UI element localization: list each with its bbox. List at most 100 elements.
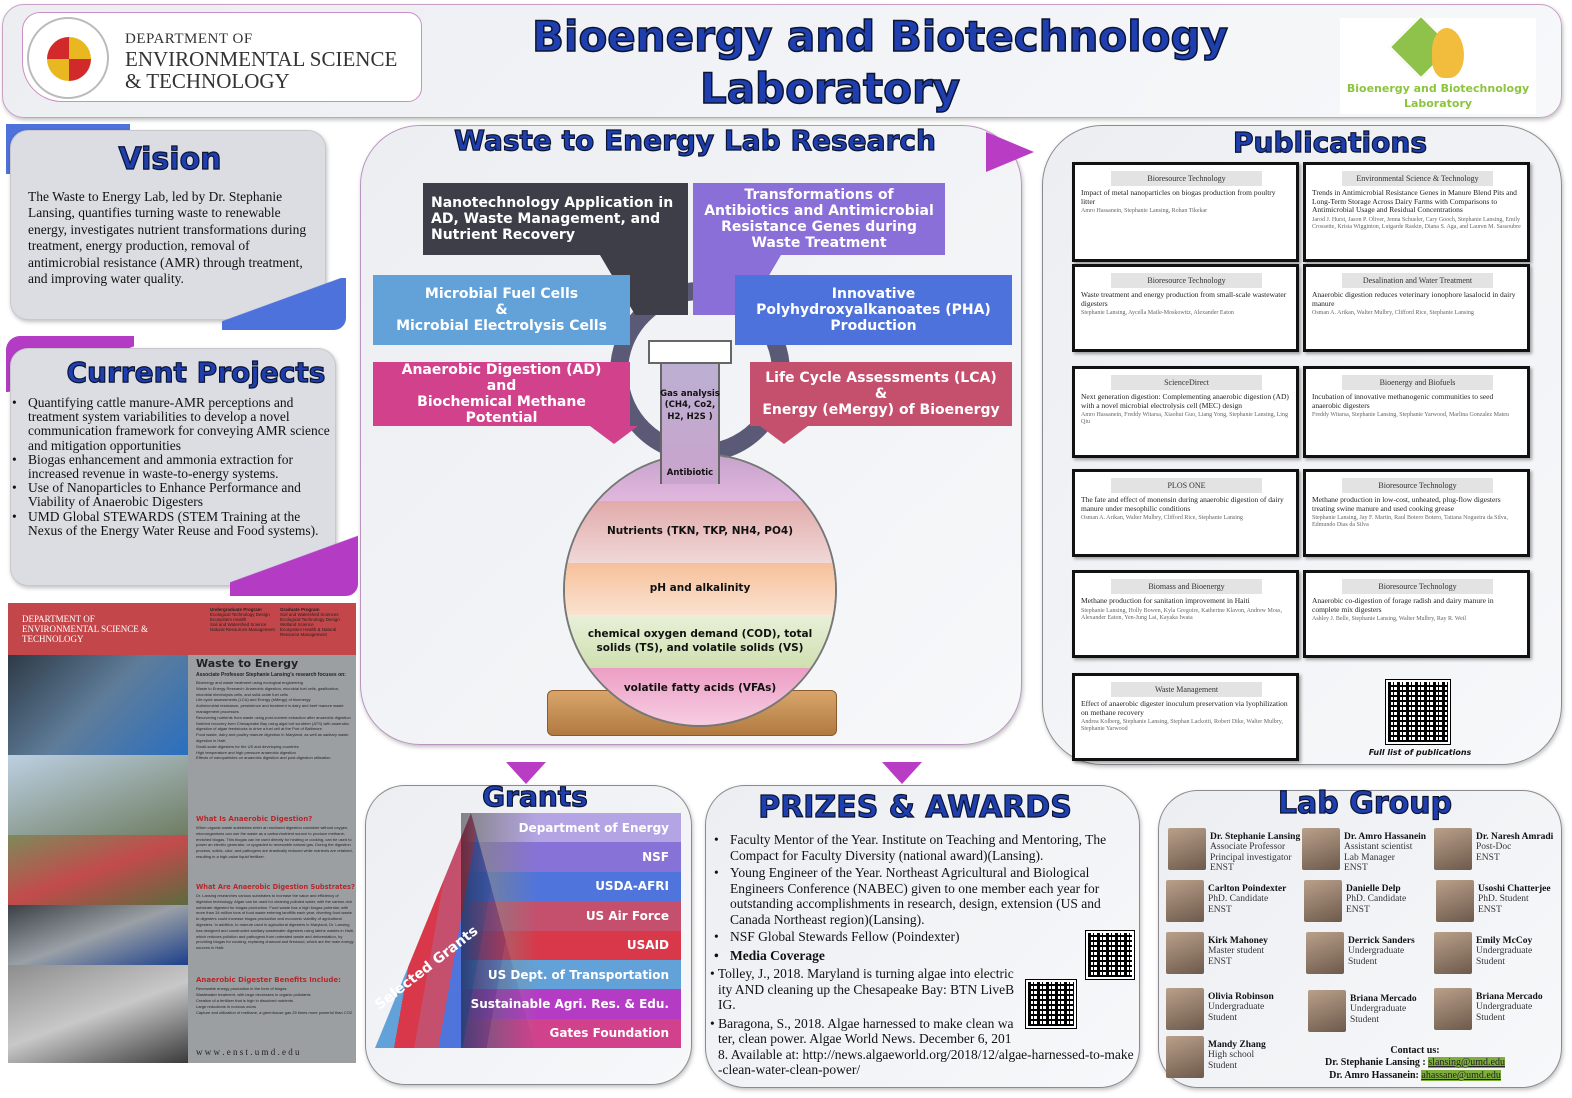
media-heading: •Media Coverage <box>714 947 825 963</box>
member-role: ENST <box>1210 863 1234 874</box>
grad-item: Soil and Watershed Sciences <box>280 612 339 617</box>
umd-seal <box>27 17 109 99</box>
lab-group-title: Lab Group <box>1277 785 1453 821</box>
member-photo <box>1302 828 1340 870</box>
member-role: Principal investigator <box>1210 852 1292 863</box>
media-item-text: Baragona, S., 2018. Algae harnessed to m… <box>718 1015 1134 1078</box>
member-role: Undergraduate <box>1476 946 1533 957</box>
page-title-line1: Bioenergy and Biotechnology <box>531 11 1228 62</box>
member-name: Carlton Poindexter <box>1208 884 1287 894</box>
focus-item: Bioenergy and waste treatment using ecol… <box>196 680 303 685</box>
qr-code-publications[interactable] <box>1385 679 1451 745</box>
grant-label: Department of Energy <box>518 820 669 835</box>
member-name: Derrick Sanders <box>1348 936 1415 946</box>
contact-row: Dr. Stephanie Lansing : slansing@umd.edu <box>1290 1057 1540 1069</box>
publication-authors: Freddy Witarsa, Stephanie Lansing, Steph… <box>1312 412 1509 419</box>
member-name: Dr. Amro Hassanein <box>1344 832 1427 842</box>
flask-layer-vfa: volatile fatty acids (VFAs) <box>565 668 835 725</box>
member-role: ENST <box>1476 852 1500 863</box>
focus-item: Recovering nutrients from waste using po… <box>196 714 351 720</box>
member-role: ENST <box>1208 956 1232 967</box>
member-photo <box>1434 988 1472 1030</box>
department-logo: DEPARTMENT OF ENVIRONMENTAL SCIENCE & TE… <box>22 12 422 102</box>
publication-journal: Bioresource Technology <box>1111 273 1262 288</box>
member-photo <box>1166 988 1204 1030</box>
contact-email-link[interactable]: ahassane@umd.edu <box>1421 1070 1501 1081</box>
photo-digester-tubes <box>8 655 188 755</box>
research-title: Waste to Energy Lab Research <box>453 123 936 157</box>
member-role: Undergraduate <box>1208 1002 1265 1013</box>
member-role: ENST <box>1208 904 1232 915</box>
grant-label: US Dept. of Transportation <box>487 967 669 982</box>
qr-code-media-1[interactable] <box>1085 930 1135 980</box>
projects-list: Quantifying cattle manure-AMR perception… <box>8 395 334 538</box>
grant-label: US Air Force <box>585 908 669 923</box>
projects-title: Current Projects <box>66 355 326 389</box>
member-photo <box>1434 932 1472 974</box>
flask-antibiotic: Antibiotic <box>666 468 714 479</box>
member-photo <box>1166 1036 1204 1078</box>
member-role: Student <box>1350 1014 1380 1025</box>
grant-item: Department of Energy <box>461 813 681 843</box>
research-lca: Life Cycle Assessments (LCA) & Energy (e… <box>750 362 1012 426</box>
contact-email-link[interactable]: slansing@umd.edu <box>1428 1057 1505 1068</box>
media-item: • Baragona, S., 2018. Algae harnessed to… <box>710 1015 1134 1078</box>
member-role: Post-Doc <box>1476 842 1512 853</box>
award-item-text: NSF Global Stewards Fellow (Poindexter) <box>730 929 960 944</box>
member-role: ENST <box>1344 863 1368 874</box>
brochure-a2: Dr. Lansing researches various substrate… <box>196 893 354 951</box>
publication-journal: ScienceDirect <box>1111 375 1262 390</box>
vision-text: The Waste to Energy Lab, led by Dr. Step… <box>28 189 307 287</box>
brochure-q2: What Are Anaerobic Digestion Substrates? <box>196 883 355 891</box>
arrow-down-grants-icon <box>506 762 546 784</box>
member-name: Dr. Naresh Amradi <box>1476 832 1554 842</box>
member-role: Student <box>1208 1012 1238 1023</box>
publication-title: Impact of metal nanoparticles on biogas … <box>1081 188 1276 206</box>
member-role: Student <box>1476 956 1506 967</box>
publication-title: Waste treatment and energy production fr… <box>1081 290 1287 308</box>
media-item-text: Tolley, J., 2018. Maryland is turning al… <box>717 966 1015 1012</box>
sun-leaf-icon <box>1432 28 1464 78</box>
vision-title: Vision <box>118 141 222 177</box>
focus-item: Waste to Energy Research: Anaerobic dige… <box>196 685 340 697</box>
grant-label: USAID <box>626 938 669 953</box>
publication-journal: Bioresource Technology <box>1342 579 1493 594</box>
project-item: Biogas enhancement and ammonia extractio… <box>8 452 334 481</box>
publication-authors: Osman A. Arikan, Walter Mulbry, Clifford… <box>1081 515 1243 522</box>
benefit-item: Creation of a fertilizer that is high in… <box>196 998 293 1003</box>
publication-journal: Biomass and Bioenergy <box>1111 579 1262 594</box>
focus-item: Life cycle assessments (LCA) and Energy … <box>196 697 311 703</box>
photo-outdoor-equipment <box>8 755 188 835</box>
focus-list: Bioenergy and waste treatment using ecol… <box>196 680 354 761</box>
full-list-link[interactable]: Full list of publications <box>1368 748 1472 757</box>
grant-item: US Dept. of Transportation <box>461 959 681 990</box>
vision-corner-bottom <box>222 278 346 330</box>
grant-item: USDA-AFRI <box>461 871 681 902</box>
flask-neck <box>660 362 720 484</box>
research-nano: Nanotechnology Application in AD, Waste … <box>423 183 688 255</box>
member-name: Briana Mercado <box>1350 994 1417 1004</box>
qr-code-media-2[interactable] <box>1025 979 1077 1029</box>
publications-title: Publications <box>1232 125 1427 159</box>
media-list: • Tolley, J., 2018. Maryland is turning … <box>710 966 1134 1078</box>
member-photo <box>1168 828 1206 870</box>
award-item-text: Young Engineer of the Year. Northeast Ag… <box>730 865 1101 927</box>
publication-title: Methane production in low-cost, unheated… <box>1312 495 1501 513</box>
project-item: UMD Global STEWARDS (STEM Training at th… <box>8 509 334 538</box>
